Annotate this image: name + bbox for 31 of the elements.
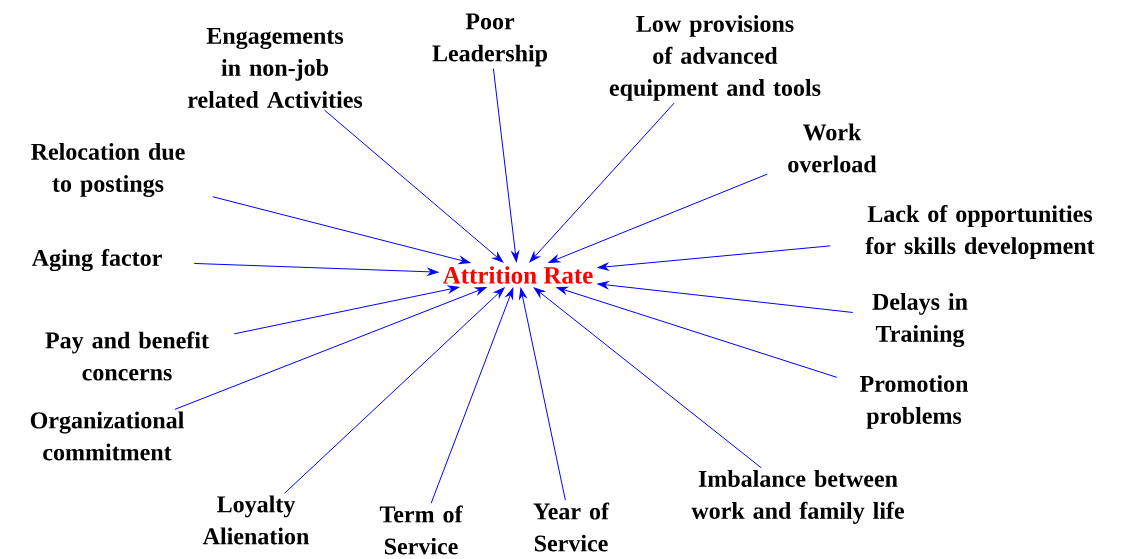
effect-label: Attrition Rate	[442, 266, 593, 284]
cause-label: Term of Service	[379, 505, 463, 555]
arrow	[597, 281, 854, 313]
cause-label: Organizational commitment	[30, 411, 184, 461]
arrow	[212, 196, 471, 264]
arrow	[284, 287, 505, 494]
cause-label: Aging factor	[31, 248, 162, 272]
arrow	[430, 287, 514, 504]
arrow	[174, 287, 487, 410]
cause-label: Engagements in non-job related Activities	[187, 28, 363, 108]
cause-label: Lack of opportunities for skills development	[865, 205, 1095, 259]
arrow	[324, 109, 504, 263]
cause-label: Work overload	[788, 123, 877, 173]
arrow	[233, 285, 460, 335]
cause-label: Imbalance between work and family life	[691, 470, 904, 524]
cause-label: Loyalty Alienation	[202, 495, 309, 545]
arrow	[597, 245, 831, 271]
cause-label: Promotion problems	[859, 375, 969, 429]
cause-label: Delays in Training	[872, 293, 968, 347]
arrow	[492, 68, 520, 262]
cause-label: Poor Leadership	[432, 13, 548, 67]
cause-label: Low provisions of advanced equipment and tools	[609, 15, 821, 101]
arrow	[548, 173, 768, 263]
cause-label: Pay and benefit concerns	[45, 331, 209, 381]
arrow	[556, 286, 838, 378]
cause-label: Year of Service	[533, 502, 610, 552]
arrow	[193, 262, 439, 276]
arrow	[519, 288, 566, 501]
arrow	[533, 287, 762, 469]
cause-label: Relocation due to postings	[31, 143, 185, 197]
arrow	[529, 102, 675, 263]
